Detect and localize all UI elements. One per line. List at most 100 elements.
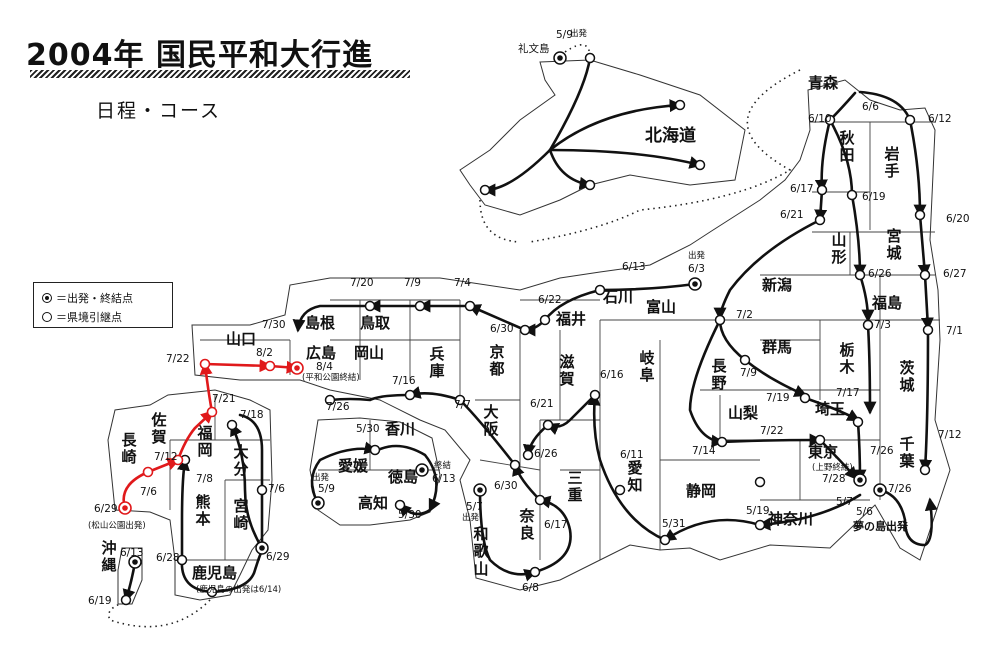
date-label: 7/14 <box>692 445 716 457</box>
pref-saga: 佐賀 <box>151 411 167 447</box>
date-label: 7/2 <box>736 309 753 321</box>
date-label: 6/19 <box>88 595 112 607</box>
date-label: 5/6 <box>856 506 873 518</box>
pref-ibaraki: 茨城 <box>899 359 915 395</box>
date-label: 7/8 <box>196 473 213 485</box>
date-label: 5/9 <box>556 29 573 41</box>
date-label: 6/3 <box>688 263 705 275</box>
pref-gifu: 岐阜 <box>639 349 655 385</box>
date-label: 7/17 <box>836 387 860 399</box>
pref-nara: 奈良 <box>519 507 535 543</box>
date-label: 6/30 <box>494 480 518 492</box>
pref-shiga: 滋賀 <box>559 353 575 389</box>
pref-hokkaido: 北海道 <box>645 126 696 146</box>
date-label: 6/12 <box>928 113 952 125</box>
pref-kagawa: 香川 <box>385 420 416 438</box>
place-rebun: 礼文島 <box>518 43 550 55</box>
note-start-rebun: 出発 <box>570 29 588 39</box>
date-label: 6/13 <box>432 473 456 485</box>
date-label: 7/6 <box>140 486 157 498</box>
date-label: 7/28 <box>822 473 846 485</box>
pref-iwate: 岩手 <box>884 145 900 181</box>
relay-points <box>120 52 934 606</box>
pref-hiroshima: 広島 <box>306 344 337 362</box>
pref-oita: 大分 <box>233 443 249 479</box>
okinawa-outline <box>117 547 143 605</box>
date-label: 6/17 <box>544 519 568 531</box>
legend-start-end: ＝出発・終結点 <box>42 290 133 306</box>
date-label: 7/3 <box>874 319 891 331</box>
date-label: 7/22 <box>166 353 190 365</box>
note-start-wakayama: 出発 <box>462 513 480 523</box>
land-outlines <box>107 59 951 605</box>
pref-wakayama: 和歌山 <box>473 525 489 578</box>
date-label: 5/31 <box>662 518 686 530</box>
page-subtitle: 日程・コース <box>96 100 222 122</box>
title-underline <box>30 70 410 78</box>
pref-ehime: 愛媛 <box>338 457 369 475</box>
date-label: 7/26 <box>888 483 912 495</box>
pref-kochi: 高知 <box>358 494 389 512</box>
pref-okinawa: 沖縄 <box>101 539 117 575</box>
pref-gunma: 群馬 <box>762 338 793 356</box>
date-label: 7/9 <box>740 367 757 379</box>
date-label: 7/26 <box>326 401 350 413</box>
honshu-outline <box>191 79 951 591</box>
pref-saitama: 埼玉 <box>815 400 846 418</box>
date-label: 5/7 <box>836 496 853 508</box>
note-ueno: (上野終結) <box>812 463 853 473</box>
date-label: 6/29 <box>266 551 290 563</box>
note-kagoshima-start: (鹿児島の出発は6/14) <box>196 585 282 595</box>
note-peace-park: (平和公園終結) <box>302 373 360 383</box>
pref-miyazaki: 宮崎 <box>233 497 249 533</box>
date-label: 5/30 <box>356 423 380 435</box>
place-yumenoshima: 夢の島出発 <box>853 520 908 533</box>
date-label: 7/12 <box>938 429 962 441</box>
pref-okayama: 岡山 <box>354 344 385 362</box>
page-title: 2004年 国民平和大行進 <box>26 38 373 73</box>
date-label: 5/9 <box>318 483 335 495</box>
start-end-marker-icon <box>42 293 52 303</box>
pref-yamanashi: 山梨 <box>728 404 759 422</box>
date-label: 7/1 <box>946 325 963 337</box>
pref-mie: 三重 <box>567 469 583 505</box>
pref-fukushima: 福島 <box>872 294 903 312</box>
kyushu-outline <box>107 389 273 601</box>
date-label: 6/28 <box>156 552 180 564</box>
pref-aomori: 青森 <box>808 74 839 92</box>
hokkaido-outline <box>459 59 746 216</box>
date-label: 7/20 <box>350 277 374 289</box>
pref-ishikawa: 石川 <box>603 288 634 306</box>
date-label: 6/17 <box>790 183 814 195</box>
date-label: 6/29 <box>94 503 118 515</box>
date-label: 6/21 <box>780 209 804 221</box>
pref-akita: 秋田 <box>839 129 855 165</box>
date-label: 6/27 <box>943 268 967 280</box>
legend: ＝出発・終結点 ＝県境引継点 <box>33 282 173 328</box>
date-label: 7/6 <box>268 483 285 495</box>
date-label: 7/9 <box>404 277 421 289</box>
date-label: 8/2 <box>256 347 273 359</box>
date-label: 6/16 <box>600 369 624 381</box>
pref-niigata: 新潟 <box>762 276 793 294</box>
note-start-ehime: 出発 <box>312 473 330 483</box>
sea-links <box>107 44 801 628</box>
pref-hyogo: 兵庫 <box>429 345 445 381</box>
legend-relay: ＝県境引継点 <box>42 309 122 325</box>
pref-fukuoka: 福岡 <box>197 424 213 460</box>
date-label: 7/21 <box>212 393 236 405</box>
date-label: 6/13 <box>622 261 646 273</box>
date-label: 7/12 <box>154 451 178 463</box>
pref-nagano: 長野 <box>711 357 727 393</box>
pref-chiba: 千葉 <box>899 435 915 471</box>
date-label: 7/7 <box>454 399 471 411</box>
date-label: 7/26 <box>870 445 894 457</box>
pref-nagasaki: 長崎 <box>121 431 137 467</box>
relay-marker-icon <box>42 312 52 322</box>
date-label: 7/30 <box>262 319 286 331</box>
date-label: 5/19 <box>746 505 770 517</box>
start-end-points <box>118 51 887 569</box>
legend-relay-label: ＝県境引継点 <box>56 311 122 324</box>
pref-shimane: 島根 <box>305 314 336 332</box>
